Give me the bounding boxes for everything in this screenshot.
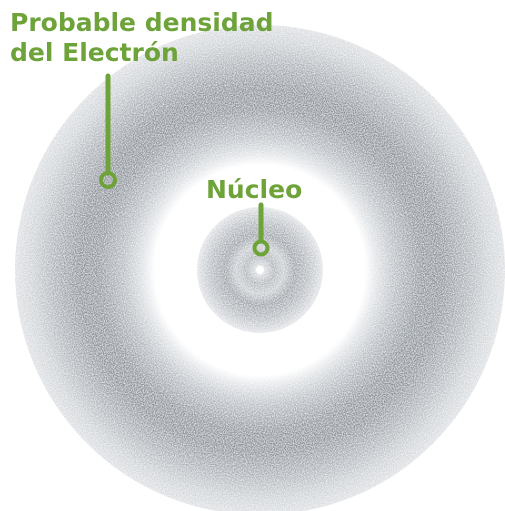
electron-density-label-line1: Probable densidad: [10, 8, 274, 37]
nucleus-leader-dot: [252, 239, 270, 257]
electron-density-label-line2: del Electrón: [10, 38, 179, 67]
nucleus-center: [256, 266, 264, 274]
nucleus-label-text: Núcleo: [206, 175, 303, 204]
electron-leader-dot: [99, 171, 117, 189]
nucleus-label: Núcleo: [206, 175, 302, 205]
electron-density-label: Probable densidad del Electrón: [10, 8, 273, 68]
